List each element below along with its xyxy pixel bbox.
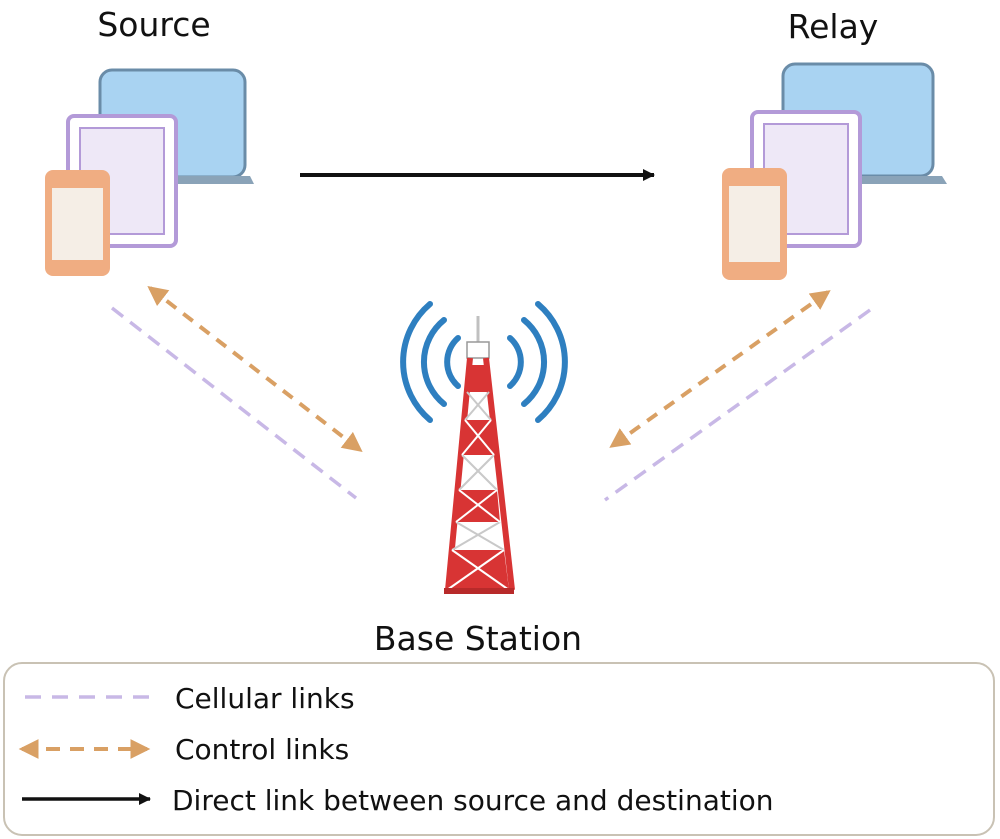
legend: Cellular links Control links Direct link… [3, 662, 995, 836]
legend-item-cellular: Cellular links [25, 682, 355, 715]
base-station-label: Base Station [374, 619, 582, 658]
cellular-link-source [110, 306, 358, 500]
legend-label-cellular: Cellular links [175, 682, 355, 715]
relay-devices [722, 62, 947, 280]
source-devices [45, 68, 254, 276]
relay-label: Relay [788, 7, 879, 46]
cell-tower-icon [444, 316, 515, 594]
legend-item-control: Control links [18, 733, 349, 766]
signal-wave-icon [400, 301, 568, 423]
phone-icon [45, 170, 110, 276]
legend-item-direct: Direct link between source and destinati… [22, 784, 773, 817]
control-link-source [147, 285, 363, 453]
cellular-link-relay [603, 308, 872, 502]
legend-label-control: Control links [175, 733, 349, 766]
legend-label-direct: Direct link between source and destinati… [172, 784, 773, 817]
control-link-relay [609, 290, 831, 448]
phone-icon [722, 168, 787, 280]
source-label: Source [97, 5, 210, 44]
